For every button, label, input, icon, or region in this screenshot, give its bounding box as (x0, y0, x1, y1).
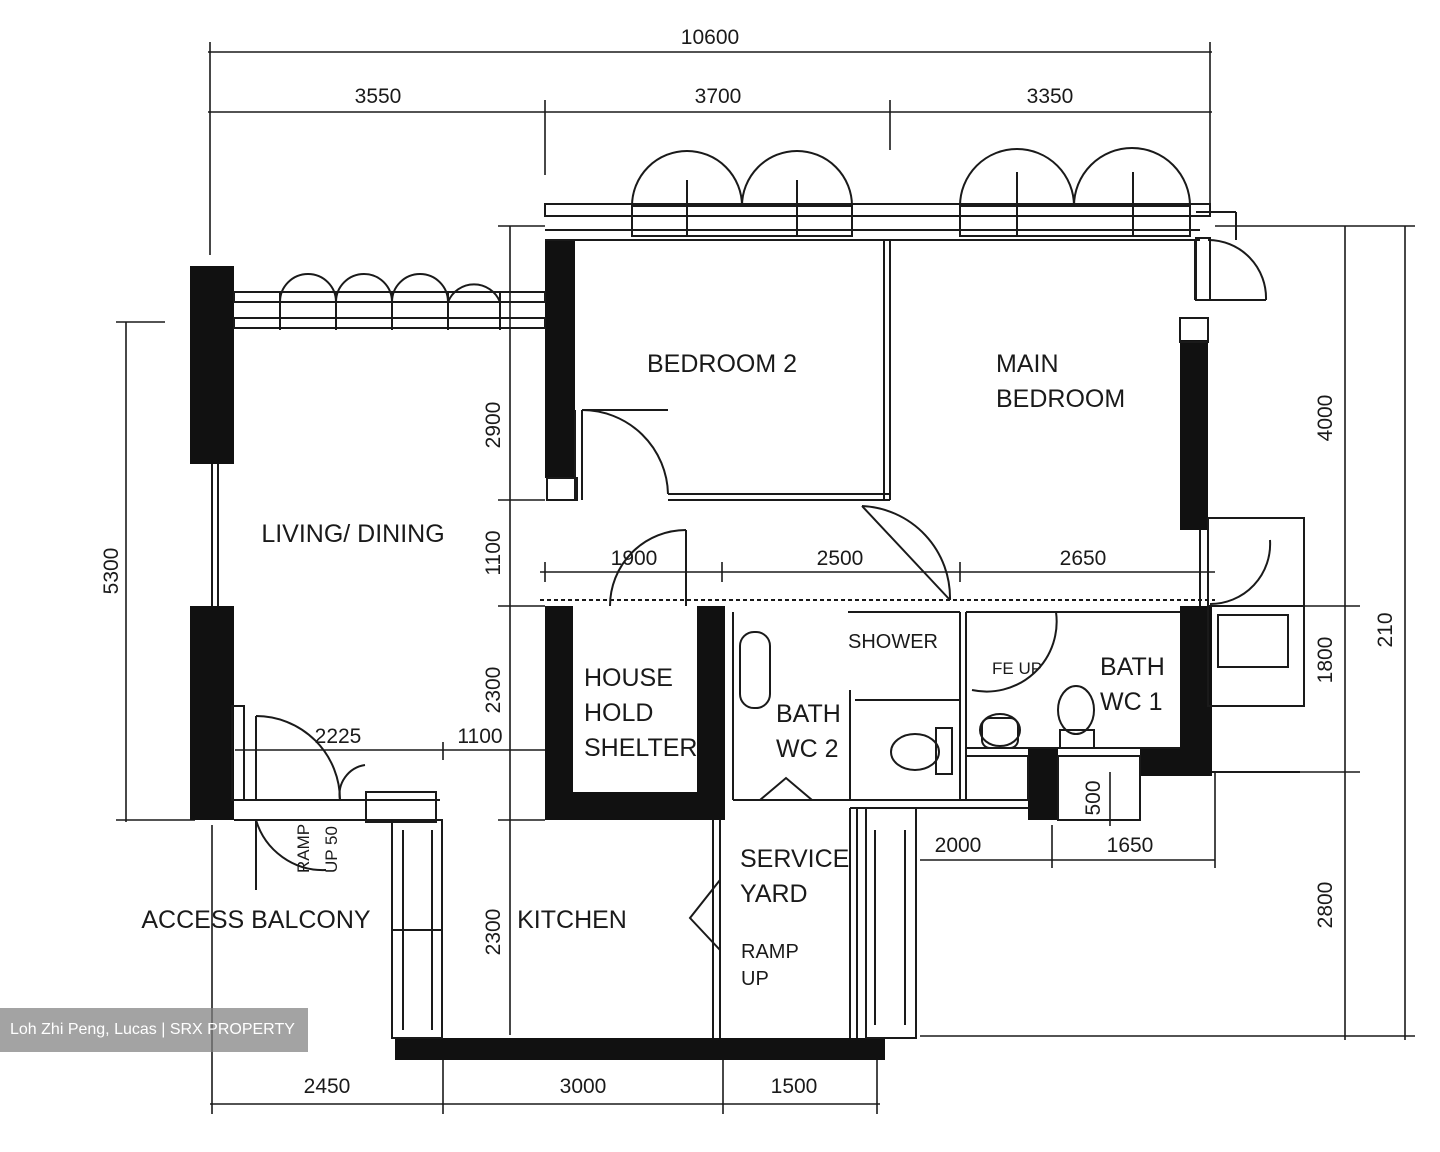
dim-kitchen-height: 2300 (482, 909, 505, 956)
dim-living-mid: 1100 (482, 530, 505, 575)
label-shelter-line2: HOLD (584, 699, 653, 727)
dim-right-1800: 1800 (1314, 637, 1337, 684)
dim-wc-1650: 1650 (1107, 834, 1154, 857)
dim-balcony-2225: 2225 (315, 725, 362, 748)
dim-bottom-1500: 1500 (771, 1075, 818, 1098)
label-service-yard-line1: SERVICE (740, 845, 849, 873)
dim-top-total: 10600 (681, 26, 739, 49)
dim-left-height: 5300 (100, 548, 123, 595)
room-outlines (211, 203, 1305, 1039)
label-ramp-balcony-line2: UP 50 (322, 826, 341, 873)
dim-living-lower: 2300 (482, 667, 505, 714)
balcony-dimension-lines (235, 742, 545, 760)
label-main-bedroom-line2: BEDROOM (996, 385, 1125, 413)
dim-bottom-2450: 2450 (304, 1075, 351, 1098)
dim-right-2800: 2800 (1314, 882, 1337, 929)
top-dimension-lines (208, 42, 1212, 255)
label-ramp-up-line1: RAMP (741, 941, 799, 963)
label-kitchen: KITCHEN (517, 906, 627, 934)
label-shelter-line3: SHELTER (584, 734, 697, 762)
dim-row-2650: 2650 (1060, 547, 1107, 570)
dim-right-partial: 210 (1374, 612, 1397, 647)
dim-wc-2000: 2000 (935, 834, 982, 857)
dim-bottom-3000: 3000 (560, 1075, 607, 1098)
dim-top-right: 3350 (1027, 85, 1074, 108)
sanitary-fixtures (739, 631, 1095, 775)
label-shelter-line1: HOUSE (584, 664, 673, 692)
label-fe: FE UP (992, 659, 1042, 678)
watermark: Loh Zhi Peng, Lucas | SRX PROPERTY (0, 1008, 308, 1052)
dim-wc-500: 500 (1082, 780, 1105, 815)
label-ramp-up-line2: UP (741, 968, 769, 990)
label-bath-2-line2: WC 2 (776, 735, 839, 763)
dim-right-4000: 4000 (1314, 395, 1337, 442)
bottom-dimension-lines (210, 825, 880, 1114)
structural-walls (190, 240, 1212, 1060)
label-bath-1-line1: BATH (1100, 653, 1165, 681)
right-dimension-lines (920, 225, 1415, 1040)
dim-living-upper: 2900 (482, 402, 505, 449)
dim-row-2500: 2500 (817, 547, 864, 570)
label-ramp-balcony-line1: RAMP (294, 824, 313, 873)
label-shower: SHOWER (848, 631, 938, 653)
dim-balcony-1100: 1100 (457, 725, 502, 748)
door-swings (255, 147, 1272, 951)
dim-top-left: 3550 (355, 85, 402, 108)
label-bath-1-line2: WC 1 (1100, 688, 1163, 716)
label-main-bedroom-line1: MAIN (996, 350, 1059, 378)
wc-dimension-lines (920, 772, 1216, 868)
living-side-dimension-lines (498, 225, 545, 1035)
middle-row-dimension-lines (540, 562, 1215, 582)
dim-top-mid: 3700 (695, 85, 742, 108)
label-access-balcony: ACCESS BALCONY (141, 906, 371, 934)
label-living-dining: LIVING/ DINING (261, 520, 444, 548)
label-service-yard-line2: YARD (740, 880, 808, 908)
left-dimension-lines (116, 321, 195, 822)
label-bedroom-2: BEDROOM 2 (647, 350, 797, 378)
label-bath-2-line1: BATH (776, 700, 841, 728)
